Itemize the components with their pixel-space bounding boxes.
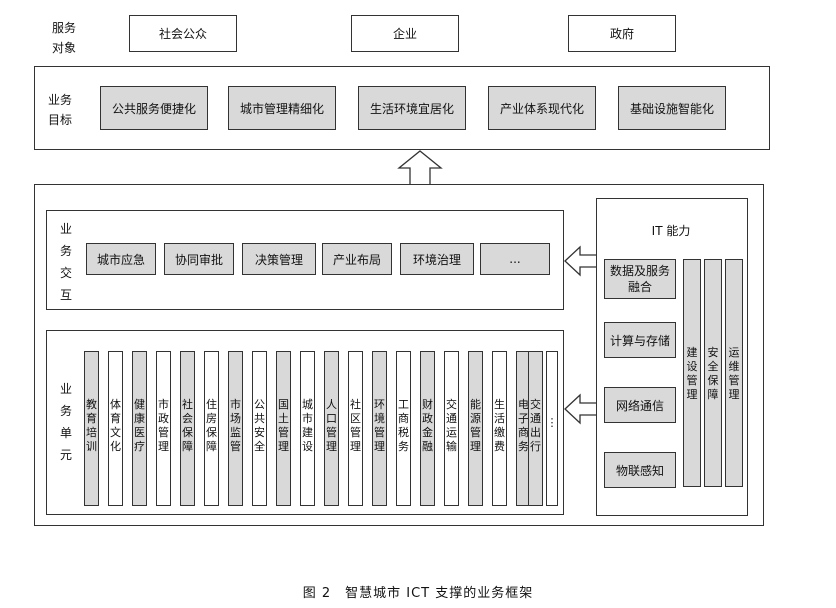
unit-market: 市场监管 — [228, 351, 243, 506]
unit-public-safety: 公共安全 — [252, 351, 267, 506]
unit-transport: 交通运输 — [444, 351, 459, 506]
figure-caption: 图 2 智慧城市 ICT 支撑的业务框架 — [302, 586, 534, 601]
up-arrow-icon — [397, 150, 443, 186]
unit-community: 社区管理 — [348, 351, 363, 506]
interaction-more: ... — [480, 243, 550, 275]
interaction-approval: 协同审批 — [164, 243, 234, 275]
goal-living-environment: 生活环境宜居化 — [358, 86, 466, 130]
it-construction-management: 建设管理 — [683, 259, 701, 487]
unit-land: 国土管理 — [276, 351, 291, 506]
unit-payment: 生活缴费 — [492, 351, 507, 506]
it-compute-storage: 计算与存储 — [604, 322, 676, 358]
service-objects-label: 服务对象 — [51, 21, 76, 55]
unit-municipal: 市政管理 — [156, 351, 171, 506]
it-security: 安全保障 — [704, 259, 722, 487]
unit-more: ⋮ — [546, 351, 558, 506]
unit-social-security: 社会保障 — [180, 351, 195, 506]
unit-travel: 交通出行 — [528, 351, 543, 506]
it-iot-sensing: 物联感知 — [604, 452, 676, 488]
unit-tax: 工商税务 — [396, 351, 411, 506]
left-arrow-icon — [564, 393, 600, 425]
unit-housing: 住房保障 — [204, 351, 219, 506]
unit-sports-culture: 体育文化 — [108, 351, 123, 506]
business-units-label: 业务单元 — [60, 382, 73, 462]
left-arrow-icon — [564, 245, 600, 277]
goal-city-management: 城市管理精细化 — [228, 86, 336, 130]
service-object-government: 政府 — [568, 15, 676, 52]
it-data-service: 数据及服务融合 — [604, 259, 676, 299]
service-object-enterprise: 企业 — [351, 15, 459, 52]
interaction-industry-layout: 产业布局 — [322, 243, 392, 275]
business-goals-label: 业务目标 — [48, 93, 73, 127]
it-network: 网络通信 — [604, 387, 676, 423]
interaction-decision: 决策管理 — [242, 243, 316, 275]
goal-industry-system: 产业体系现代化 — [488, 86, 596, 130]
unit-environment: 环境管理 — [372, 351, 387, 506]
unit-education: 教育培训 — [84, 351, 99, 506]
it-operations: 运维管理 — [725, 259, 743, 487]
goal-infrastructure: 基础设施智能化 — [618, 86, 726, 130]
unit-energy: 能源管理 — [468, 351, 483, 506]
unit-health: 健康医疗 — [132, 351, 147, 506]
goal-public-service: 公共服务便捷化 — [100, 86, 208, 130]
unit-finance: 财政金融 — [420, 351, 435, 506]
interaction-emergency: 城市应急 — [86, 243, 156, 275]
unit-urban-construction: 城市建设 — [300, 351, 315, 506]
it-capability-title: IT 能力 — [651, 224, 691, 238]
service-object-public: 社会公众 — [129, 15, 237, 52]
business-interaction-label: 业务交互 — [60, 222, 73, 302]
interaction-environment: 环境治理 — [400, 243, 474, 275]
unit-population: 人口管理 — [324, 351, 339, 506]
